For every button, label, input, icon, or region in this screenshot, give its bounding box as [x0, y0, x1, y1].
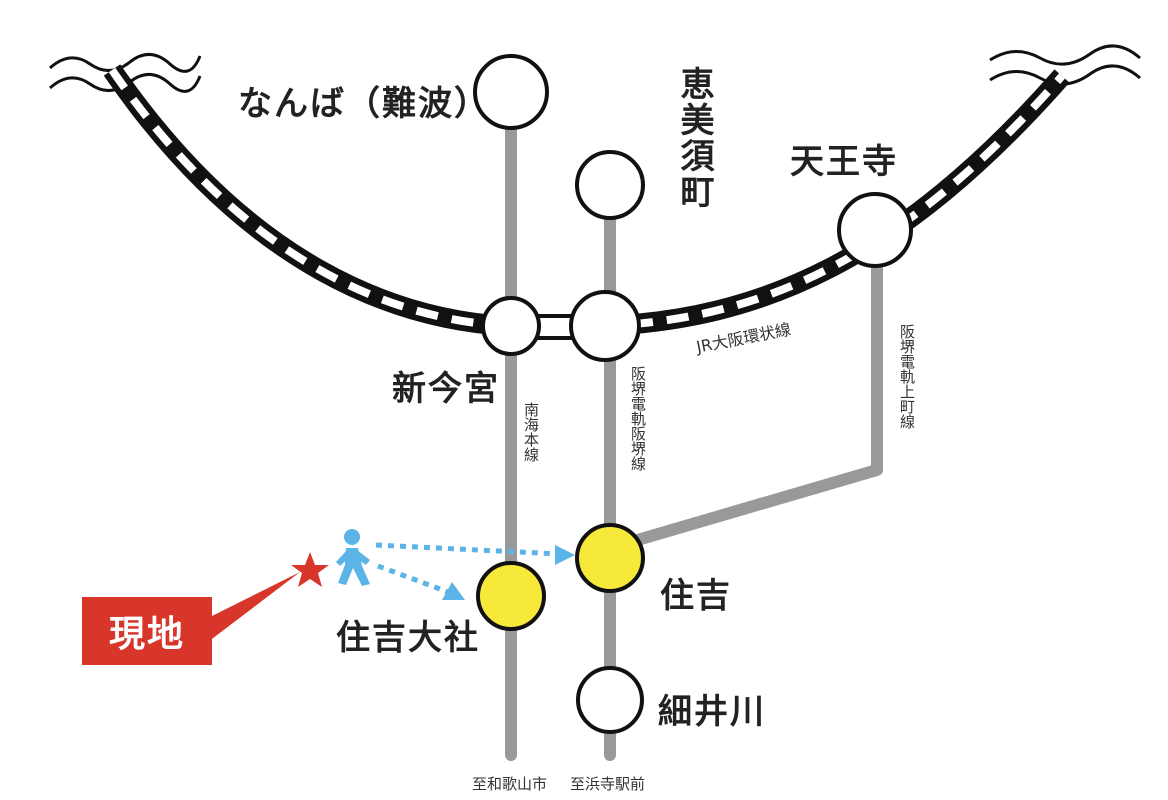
station-label-hosoigawa: 細井川: [658, 692, 766, 732]
line-label-nankai: 南海本線: [522, 402, 540, 462]
station-label-sumiyoshi-taisha: 住吉大社: [336, 618, 480, 658]
current-location-label: 現地: [82, 597, 212, 665]
station-label-tennoji: 天王寺: [790, 142, 898, 182]
station-label-ebisucho: 恵美須町: [674, 66, 714, 210]
station-sumiyoshi: [575, 523, 645, 593]
line-label-hankai-main: 阪堺電軌阪堺線: [629, 366, 647, 471]
line-label-hankai-uemachi: 阪堺電軌上町線: [898, 324, 916, 429]
pedestrian-icon: [336, 529, 370, 586]
station-hosoigawa: [576, 666, 644, 734]
station-shin-imamiya-nankai: [481, 296, 541, 356]
stations: [473, 54, 913, 734]
station-label-sumiyoshi: 住吉: [660, 576, 732, 616]
current-location-star-icon: [291, 552, 329, 587]
station-label-namba: なんば（難波）: [238, 84, 490, 124]
walk-arrows: [375, 542, 575, 600]
station-tennoji: [837, 192, 913, 268]
station-shin-imamiya-hankai: [569, 290, 641, 362]
destination-hamadera: 至浜寺駅前: [570, 775, 646, 793]
uemachi-line: [604, 224, 883, 554]
station-ebisucho: [575, 150, 645, 220]
destination-wakayama: 至和歌山市: [472, 775, 548, 793]
break-marks: [48, 44, 1141, 93]
station-label-shin-imamiya: 新今宮: [392, 369, 500, 409]
callout-pointer: [200, 572, 300, 648]
station-namba: [473, 54, 549, 130]
gray-lines: [505, 86, 883, 761]
station-sumiyoshi-taisha: [476, 561, 546, 631]
